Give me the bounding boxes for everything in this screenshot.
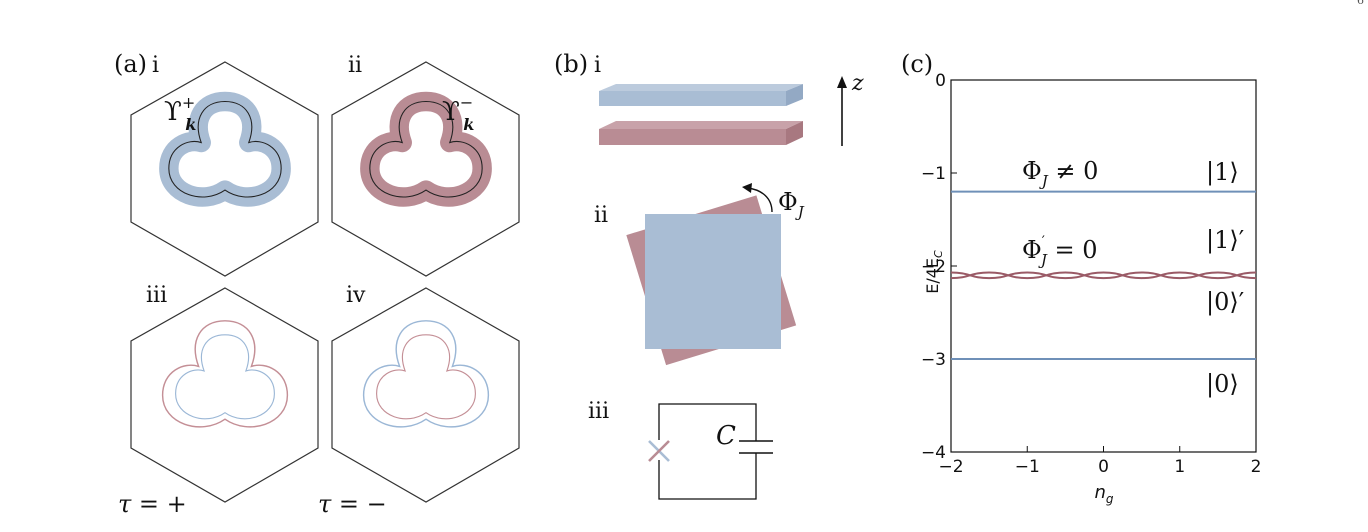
circuit (648, 403, 773, 500)
panel-b-sub-ii: ii (594, 203, 608, 228)
hexagon-i (130, 61, 319, 277)
panel-b-label: (b) (554, 50, 588, 78)
lower-slab (599, 121, 803, 145)
phi-eq-annotation: Φ′J = 0 (1022, 234, 1098, 269)
series-line-3 (950, 271, 1257, 280)
series-group (950, 190, 1257, 360)
contour-outer-blue (362, 320, 490, 428)
page-number: 6 (1357, 0, 1364, 7)
y-axis-label: E/4EC (923, 250, 945, 294)
twist-arrow (742, 183, 773, 213)
panel-a-sub-iii: iii (146, 283, 167, 308)
series-line-2 (950, 271, 1257, 280)
y-ticks: −4 −3 −2 −1 0 (921, 71, 957, 463)
panel-b-sub-iii: iii (588, 399, 609, 424)
square-blue (645, 214, 781, 349)
x-tick-label: 0 (1098, 457, 1109, 477)
panel-a-sub-i: i (152, 53, 159, 78)
panel-c-label: (c) (901, 50, 933, 78)
panel-a-sub-iv: iv (346, 283, 366, 308)
z-label: z (851, 71, 864, 96)
energy-chart: −4 −3 −2 −1 0 −2 −1 0 1 2 (921, 71, 1261, 477)
capacitor-label: C (716, 421, 736, 451)
x-tick-label: 2 (1251, 457, 1262, 477)
upsilon-minus: ϒ−k (442, 93, 474, 134)
x-tick-label: −2 (938, 457, 963, 477)
phi-neq-annotation: ΦJ ≠ 0 (1022, 157, 1098, 190)
tau-minus-label: τ = − (318, 490, 387, 518)
y-tick-label: −2 (921, 257, 946, 277)
y-tick-label: −4 (921, 443, 946, 463)
contour-inner-blue (175, 334, 275, 420)
x-ticks: −2 −1 0 1 2 (938, 446, 1261, 477)
hexagon-iv (331, 287, 520, 503)
ket-0-prime: |0⟩′ (1206, 288, 1244, 317)
x-axis-label: ng (1094, 482, 1113, 506)
contour-outer-red (161, 320, 289, 428)
hexagon-iii (130, 287, 319, 503)
contour-inner-red (376, 334, 476, 420)
upper-slab (599, 84, 803, 106)
ket-0: |0⟩ (1206, 370, 1239, 399)
tau-plus-label: τ = + (118, 490, 187, 518)
hexagon-ii (331, 61, 520, 277)
ket-1-prime: |1⟩′ (1206, 226, 1244, 255)
y-tick-label: −3 (921, 350, 946, 370)
ket-1: |1⟩ (1206, 158, 1239, 187)
panel-b-sub-i: i (594, 53, 601, 78)
z-axis-arrow (837, 76, 847, 146)
y-tick-label: 0 (935, 71, 946, 91)
x-tick-label: 1 (1174, 457, 1185, 477)
phi-j-label: ΦJ (778, 188, 805, 221)
panel-a-sub-ii: ii (348, 53, 362, 78)
panel-a-label: (a) (114, 50, 147, 78)
junction-cross-red (648, 440, 670, 462)
y-tick-label: −1 (921, 164, 946, 184)
upsilon-plus: ϒ+k (164, 93, 196, 134)
x-tick-label: −1 (1015, 457, 1040, 477)
